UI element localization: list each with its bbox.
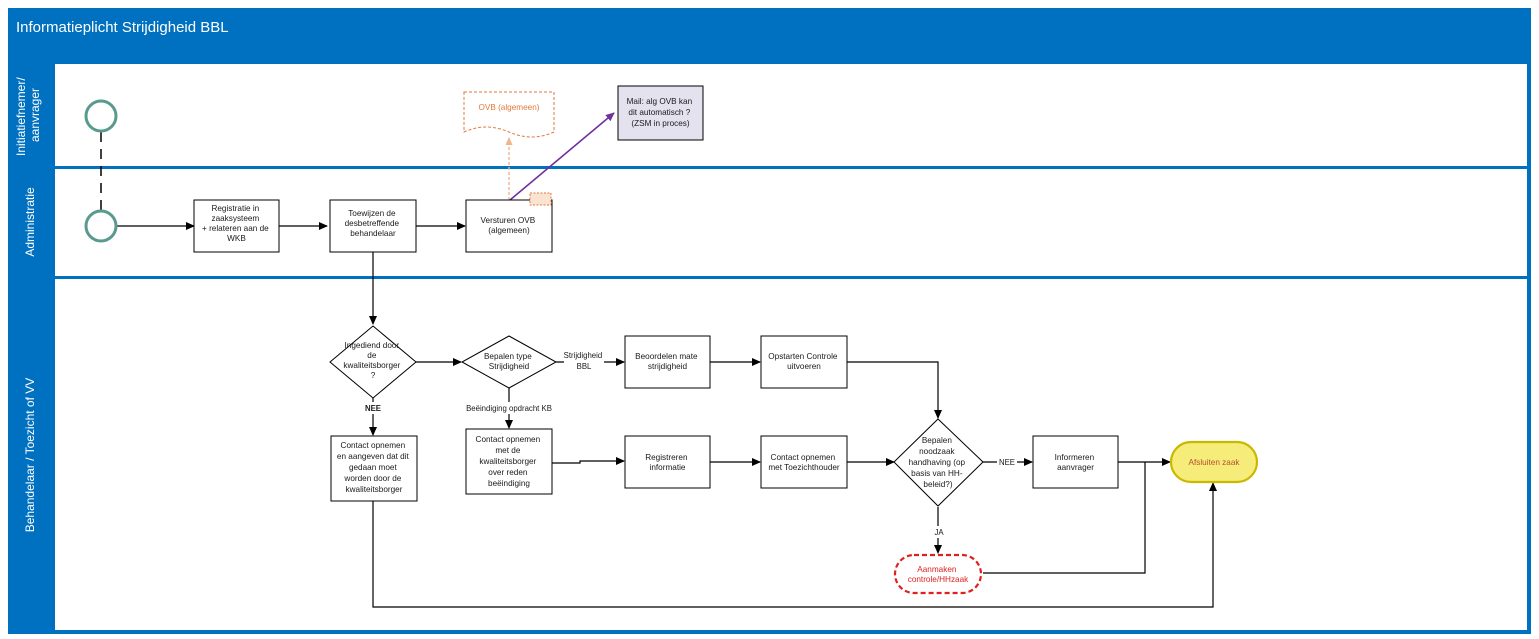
gateway-bepalen-type[interactable]	[460, 335, 558, 389]
task-registreren[interactable]	[624, 435, 711, 489]
task-toewijzen[interactable]	[329, 199, 417, 253]
task-registreren-label: Registreren informatie	[645, 453, 690, 472]
gateway-bepalen-noodzaak[interactable]	[893, 418, 984, 507]
task-versturen-ovb-label: Versturen OVB (algemeen)	[481, 216, 538, 235]
annotation-mail[interactable]	[617, 85, 704, 141]
gateway-ingediend-label: Ingediend door de kwaliteitsborger ?	[343, 341, 402, 380]
task-contact-reden[interactable]	[465, 428, 553, 495]
end-afsluiten-zaak[interactable]	[1169, 440, 1259, 484]
task-toewijzen-label: Toewijzen de desbetreffende behandelaar	[345, 209, 402, 238]
edge-contactreden-registreren	[552, 457, 625, 465]
task-registratie-label: Registratie in zaaksysteem + relateren a…	[202, 204, 271, 243]
lane-label-initiatiefnemer: Initiatiefnemer/ aanvrager	[14, 74, 42, 156]
lane-administratie	[55, 169, 1527, 276]
event-aanmaken-controle-label: Aanmaken controle/HHzaak	[908, 565, 969, 584]
task-contact-toezicht[interactable]	[760, 435, 848, 489]
gateway-bepalen-type-label: Bepalen type Strijdigheid	[484, 352, 534, 371]
task-contact-reden-label: Contact opnemen met de kwaliteitsborger …	[476, 435, 543, 488]
task-beoordelen-label: Beoordelen mate strijdigheid	[635, 352, 700, 371]
edge-aanmaken-afsluiten	[983, 462, 1146, 574]
edge-versturen-mail	[509, 112, 615, 201]
edge-label-strijdigheid-bbl: Strijdigheid BBL	[564, 351, 605, 371]
edge-label-bg-beeindiging	[460, 402, 558, 414]
task-contact-kb[interactable]	[330, 435, 418, 502]
lane-label-administratie: Administratie	[23, 187, 37, 257]
message-marker-icon	[529, 192, 552, 206]
gateway-bepalen-noodzaak-label: Bepalen noodzaak handhaving (op basis va…	[909, 436, 968, 489]
edge-opstarten-noodzaak	[847, 361, 942, 419]
edge-label-bg-ja	[931, 526, 946, 538]
gateway-ingediend[interactable]	[329, 325, 417, 399]
task-versturen-ovb[interactable]	[465, 199, 553, 253]
annotation-mail-label: Mail: alg OVB kan dit automatisch ? (ZSM…	[627, 97, 695, 128]
edge-label-bg-nee2	[997, 456, 1017, 468]
end-afsluiten-zaak-label: Afsluiten zaak	[1189, 458, 1241, 467]
edge-label-ja: JA	[934, 528, 944, 537]
document-ovb[interactable]	[463, 91, 555, 138]
document-ovb-label: OVB (algemeen)	[479, 103, 540, 112]
edge-label-bg-nee1	[364, 402, 383, 414]
task-opstarten-label: Opstarten Controle uitvoeren	[768, 352, 839, 371]
task-informeren[interactable]	[1032, 435, 1119, 489]
event-aanmaken-controle[interactable]	[893, 553, 983, 595]
edge-label-beeindiging: Beëindiging opdracht KB	[466, 404, 552, 413]
task-contact-toezicht-label: Contact opnemen met Toezichthouder	[768, 453, 840, 472]
edge-label-bg-strijdigheid	[564, 349, 604, 373]
lane-label-behandelaar: Behandelaar / Toezicht of VV	[23, 378, 37, 533]
edge-label-nee-ingediend: NEE	[365, 404, 381, 413]
edge-label-nee-noodzaak: NEE	[999, 458, 1015, 467]
start-event-initiatiefnemer[interactable]	[84, 99, 118, 133]
diagram-title: Informatieplicht Strijdigheid BBL	[16, 19, 229, 36]
task-contact-kb-label: Contact opnemen en aangeven dat dit geda…	[337, 441, 411, 494]
task-opstarten[interactable]	[760, 335, 848, 389]
task-beoordelen[interactable]	[624, 335, 711, 389]
task-registratie[interactable]	[193, 199, 280, 253]
edge-contactkb-afsluiten	[372, 482, 1217, 608]
lane-initiatiefnemer	[55, 64, 1527, 166]
start-event-administratie[interactable]	[84, 209, 118, 243]
task-informeren-label: Informeren aanvrager	[1055, 453, 1097, 472]
